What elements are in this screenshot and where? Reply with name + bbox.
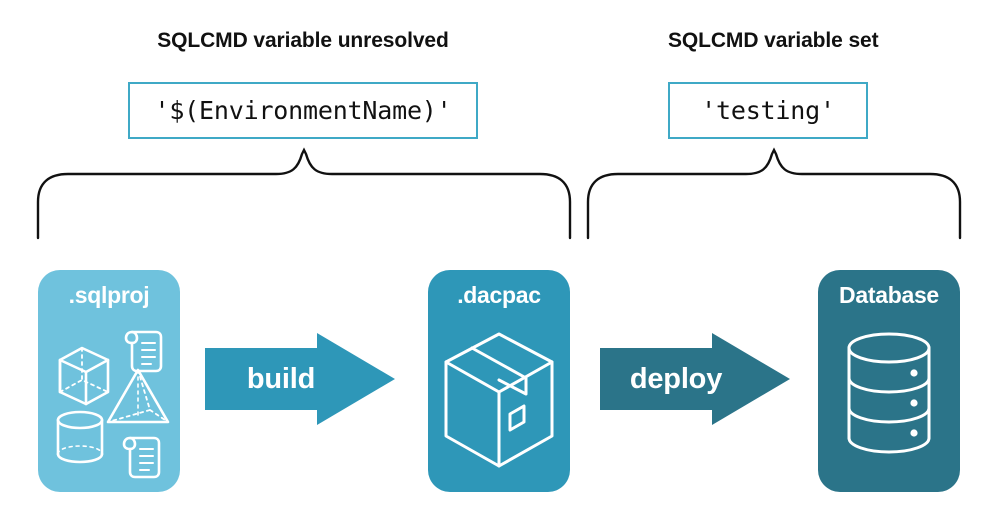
code-box-unresolved-variable: '$(EnvironmentName)' bbox=[128, 82, 478, 139]
stage-box-sqlproj-label: .sqlproj bbox=[68, 282, 150, 308]
right-arrow-icon-build bbox=[205, 333, 395, 425]
curly-brace-up-icon-build bbox=[36, 147, 572, 240]
heading-sqlcmd-variable-set: SQLCMD variable set bbox=[668, 29, 879, 52]
project-shapes-icon bbox=[56, 330, 170, 479]
code-text-unresolved-variable: '$(EnvironmentName)' bbox=[154, 96, 452, 125]
heading-sqlcmd-variable-unresolved: SQLCMD variable unresolved bbox=[157, 29, 449, 52]
curly-brace-up-icon-deploy bbox=[586, 147, 962, 240]
stage-box-dacpac[interactable]: .dacpac bbox=[428, 270, 570, 492]
package-box-icon bbox=[444, 332, 554, 468]
code-text-resolved-variable: 'testing' bbox=[701, 96, 835, 125]
database-cylinder-icon bbox=[847, 332, 931, 454]
stage-box-database-label: Database bbox=[839, 282, 939, 308]
arrow-build: build bbox=[205, 333, 405, 425]
code-box-resolved-variable: 'testing' bbox=[668, 82, 868, 139]
stage-box-dacpac-label: .dacpac bbox=[457, 282, 541, 308]
right-arrow-icon-deploy bbox=[600, 333, 790, 425]
arrow-deploy: deploy bbox=[600, 333, 800, 425]
stage-box-database[interactable]: Database bbox=[818, 270, 960, 492]
stage-box-sqlproj[interactable]: .sqlproj bbox=[38, 270, 180, 492]
